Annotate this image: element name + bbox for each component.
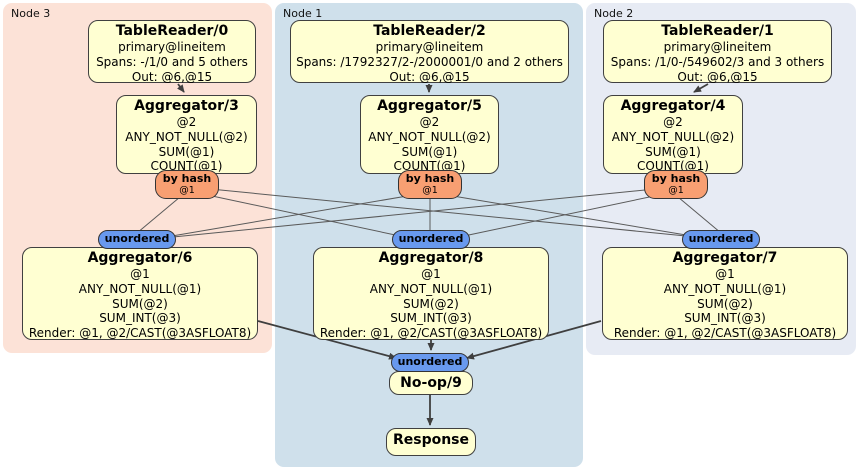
node-detail-line: SUM(@1) xyxy=(645,144,701,159)
node-title: Aggregator/5 xyxy=(377,98,482,114)
aggregator-3-node: Aggregator/3 @2 ANY_NOT_NULL(@2) SUM(@1)… xyxy=(116,95,257,174)
node-title: Aggregator/7 xyxy=(672,250,778,266)
aggregator-5-node: Aggregator/5 @2 ANY_NOT_NULL(@2) SUM(@1)… xyxy=(360,95,499,174)
unordered-sync: unordered xyxy=(98,230,176,249)
node-title: Aggregator/4 xyxy=(620,98,726,114)
node-title: No-op/9 xyxy=(400,375,462,391)
node-detail-line: SUM(@2) xyxy=(403,296,459,311)
node-detail-line: COUNT(@1) xyxy=(637,159,709,174)
node-title: Aggregator/6 xyxy=(87,250,193,266)
node-detail-line: SUM(@2) xyxy=(697,296,753,311)
router-label: by hash xyxy=(162,172,212,185)
unordered-sync: unordered xyxy=(392,230,470,249)
router-label: by hash xyxy=(405,172,455,185)
node-detail-line: SUM_INT(@3) xyxy=(390,311,472,326)
node-detail-line: COUNT(@1) xyxy=(393,159,466,174)
region-label: Node 3 xyxy=(11,7,51,20)
node-title: Aggregator/8 xyxy=(378,250,484,266)
node-title: Response xyxy=(392,432,470,448)
router-column: @1 xyxy=(179,185,195,196)
node-detail-line: Spans: /1792327/2-/2000001/0 and 2 other… xyxy=(296,54,563,69)
node-detail-line: @2 xyxy=(419,115,440,129)
node-title: TableReader/0 xyxy=(115,23,229,39)
node-detail-line: @1 xyxy=(421,267,441,281)
node-detail-line: ANY_NOT_NULL(@1) xyxy=(78,281,202,296)
node-detail-line: ANY_NOT_NULL(@2) xyxy=(611,129,735,144)
node-detail-line: SUM(@1) xyxy=(401,144,458,159)
tablereader-2-node: TableReader/2 primary@lineitem Spans: /1… xyxy=(290,20,569,84)
node-detail-line: primary@lineitem xyxy=(375,40,484,54)
by-hash-router: by hash @1 xyxy=(644,170,708,199)
aggregator-6-node: Aggregator/6 @1 ANY_NOT_NULL(@1) SUM(@2)… xyxy=(22,247,258,340)
node-title: Aggregator/3 xyxy=(134,98,239,114)
node-detail-line: Out: @6,@15 xyxy=(389,69,470,84)
unordered-sync: unordered xyxy=(391,353,469,372)
node-detail-line: ANY_NOT_NULL(@2) xyxy=(368,129,491,144)
node-detail-line: SUM(@2) xyxy=(112,296,168,311)
aggregator-4-node: Aggregator/4 @2 ANY_NOT_NULL(@2) SUM(@1)… xyxy=(603,95,743,174)
node-detail-line: Render: @1, @2/CAST(@3ASFLOAT8) xyxy=(319,326,543,341)
tablereader-1-node: TableReader/1 primary@lineitem Spans: /1… xyxy=(603,20,832,84)
node-detail-line: Spans: /1/0-/549602/3 and 3 others xyxy=(610,54,825,69)
region-label: Node 1 xyxy=(283,7,323,20)
node-detail-line: Render: @1, @2/CAST(@3ASFLOAT8) xyxy=(613,326,837,341)
no-op-node: No-op/9 xyxy=(389,371,473,395)
region-label: Node 2 xyxy=(594,7,634,20)
node-detail-line: @1 xyxy=(130,267,150,281)
node-detail-line: primary@lineitem xyxy=(118,40,226,54)
response-node: Response xyxy=(386,428,476,456)
node-detail-line: @1 xyxy=(715,267,735,281)
node-detail-line: primary@lineitem xyxy=(663,40,772,54)
node-detail-line: SUM_INT(@3) xyxy=(684,311,766,326)
by-hash-router: by hash @1 xyxy=(398,170,462,199)
by-hash-router: by hash @1 xyxy=(155,170,219,199)
node-detail-line: SUM_INT(@3) xyxy=(99,311,181,326)
node-detail-line: ANY_NOT_NULL(@1) xyxy=(663,281,787,296)
node-detail-line: @2 xyxy=(663,115,683,129)
node-detail-line: Spans: -/1/0 and 5 others xyxy=(96,54,248,69)
aggregator-7-node: Aggregator/7 @1 ANY_NOT_NULL(@1) SUM(@2)… xyxy=(602,247,848,340)
node-detail-line: ANY_NOT_NULL(@2) xyxy=(125,129,248,144)
node-title: TableReader/1 xyxy=(661,23,774,39)
router-column: @1 xyxy=(668,185,684,196)
unordered-sync: unordered xyxy=(682,230,760,249)
tablereader-0-node: TableReader/0 primary@lineitem Spans: -/… xyxy=(88,20,256,84)
node-detail-line: Render: @1, @2/CAST(@3ASFLOAT8) xyxy=(28,326,252,341)
node-detail-line: Out: @6,@15 xyxy=(677,69,758,84)
node-detail-line: ANY_NOT_NULL(@1) xyxy=(369,281,493,296)
router-column: @1 xyxy=(422,185,438,196)
node-title: TableReader/2 xyxy=(373,23,486,39)
node-detail-line: Out: @6,@15 xyxy=(131,69,213,84)
node-detail-line: COUNT(@1) xyxy=(150,159,223,174)
router-label: by hash xyxy=(651,172,701,185)
aggregator-8-node: Aggregator/8 @1 ANY_NOT_NULL(@1) SUM(@2)… xyxy=(313,247,549,340)
node-detail-line: SUM(@1) xyxy=(158,144,215,159)
node-detail-line: @2 xyxy=(176,115,197,129)
